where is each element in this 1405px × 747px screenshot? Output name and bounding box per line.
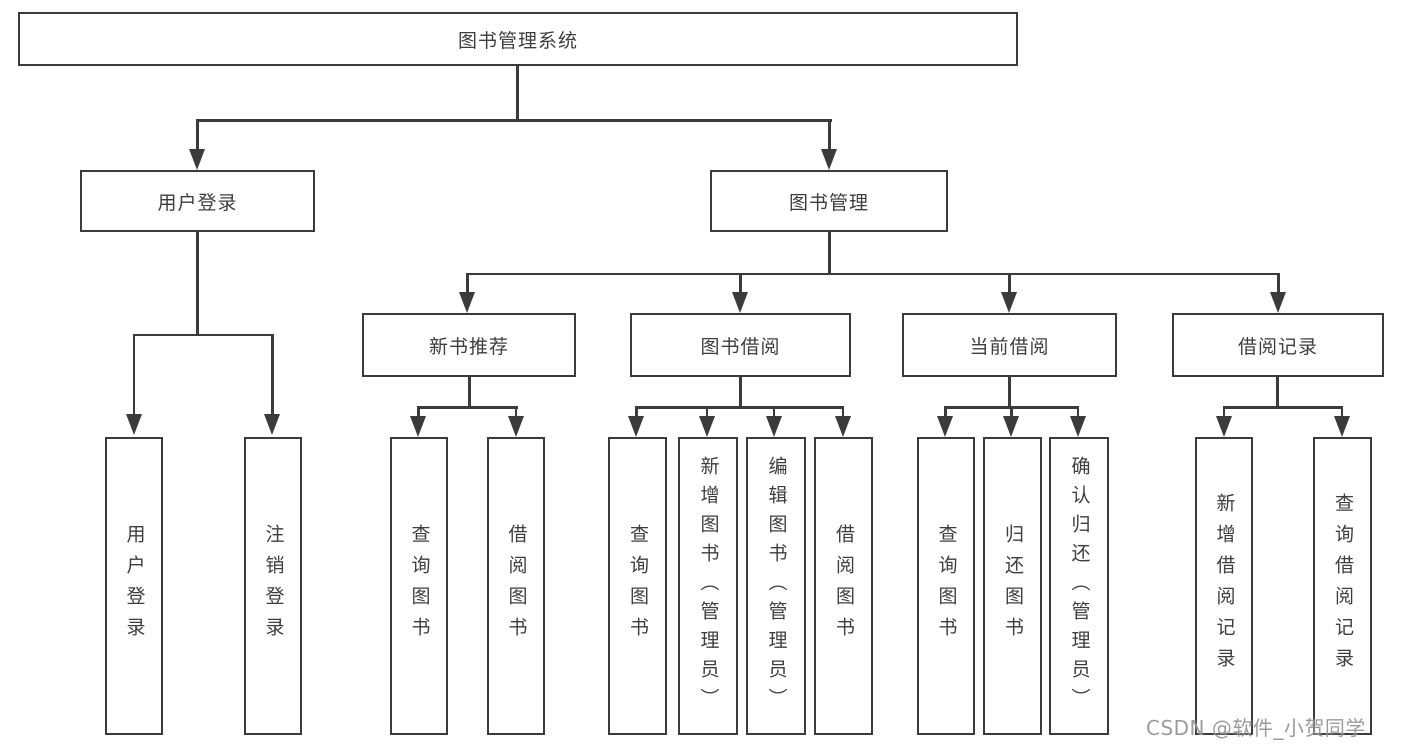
connector-line <box>1008 375 1011 408</box>
arrow-down-icon <box>732 292 748 313</box>
arrow-down-icon <box>765 416 782 437</box>
leaf-user-login: 用户登录 <box>105 437 163 735</box>
connector-line <box>468 375 471 408</box>
connector-line <box>1222 406 1225 417</box>
node-label: 注销登录 <box>262 524 285 648</box>
leaf-add-book-admin: 新增图书（管理员） <box>678 437 738 735</box>
connector-line <box>466 272 469 294</box>
connector-line <box>841 406 844 417</box>
arrow-down-icon <box>834 416 851 437</box>
node-label: 借阅图书 <box>505 524 528 648</box>
arrow-down-icon <box>628 416 644 437</box>
node-label: 图书管理 <box>788 191 869 214</box>
connector-line <box>132 333 135 416</box>
connector-line <box>1276 375 1279 408</box>
node-label: 新增图书（管理员） <box>697 455 720 717</box>
node-borrowing-records: 借阅记录 <box>1172 313 1384 377</box>
arrow-down-icon <box>1215 416 1232 437</box>
arrow-down-icon <box>126 414 142 435</box>
connector-line <box>635 406 638 417</box>
connector-line <box>1076 406 1079 417</box>
arrow-down-icon <box>1270 292 1286 313</box>
node-book-management: 图书管理 <box>710 170 948 232</box>
connector-line <box>1008 272 1011 294</box>
connector-line <box>417 406 518 409</box>
node-label: 用户登录 <box>123 524 146 648</box>
node-label: 新书推荐 <box>428 335 509 358</box>
arrow-down-icon <box>410 416 426 437</box>
node-new-book-recommendation: 新书推荐 <box>362 313 576 377</box>
csdn-watermark: CSDN @软件_小贺同学 <box>1146 716 1366 740</box>
leaf-query-borrow-record: 查询借阅记录 <box>1313 437 1372 735</box>
connector-line <box>132 333 274 336</box>
node-label: 借阅记录 <box>1237 335 1318 358</box>
node-label: 编辑图书（管理员） <box>765 455 788 717</box>
leaf-query-books-current: 查询图书 <box>917 437 975 735</box>
node-current-borrowing: 当前借阅 <box>902 313 1117 377</box>
connector-line <box>514 406 517 417</box>
arrow-down-icon <box>459 292 475 313</box>
leaf-confirm-return-admin: 确认归还（管理员） <box>1049 437 1109 735</box>
arrow-down-icon <box>1003 416 1019 437</box>
node-label: 确认归还（管理员） <box>1068 455 1091 717</box>
connector-line <box>1010 406 1013 417</box>
node-label: 用户登录 <box>157 191 238 214</box>
connector-line <box>739 375 742 408</box>
connector-line <box>417 406 420 417</box>
arrow-down-icon <box>1333 416 1350 437</box>
arrow-down-icon <box>1001 292 1017 313</box>
arrow-down-icon <box>937 416 953 437</box>
node-book-borrowing: 图书借阅 <box>630 313 851 377</box>
connector-line <box>828 230 831 275</box>
node-library-management-system: 图书管理系统 <box>18 12 1018 66</box>
leaf-add-borrow-record: 新增借阅记录 <box>1195 437 1253 735</box>
connector-line <box>828 119 831 152</box>
connector-line <box>1222 406 1343 409</box>
node-label: 新增借阅记录 <box>1213 493 1236 679</box>
arrow-down-icon <box>698 416 715 437</box>
leaf-borrow-books-borrowing: 借阅图书 <box>814 437 873 735</box>
leaf-query-books-borrowing: 查询图书 <box>608 437 667 735</box>
connector-line <box>196 119 199 152</box>
node-label: 查询图书 <box>408 524 431 648</box>
connector-line <box>516 65 519 122</box>
leaf-borrow-books-recommend: 借阅图书 <box>487 437 545 735</box>
connector-line <box>944 406 947 417</box>
leaf-logout-login: 注销登录 <box>244 437 302 735</box>
connector-line <box>196 230 199 336</box>
node-label: 借阅图书 <box>833 524 855 648</box>
leaf-query-books-recommend: 查询图书 <box>390 437 448 735</box>
leaf-return-books: 归还图书 <box>983 437 1042 735</box>
connector-line <box>1277 272 1280 294</box>
node-user-login: 用户登录 <box>80 170 315 232</box>
node-label: 查询图书 <box>935 524 958 648</box>
node-label: 查询借阅记录 <box>1332 493 1354 679</box>
node-label: 归还图书 <box>1002 524 1024 648</box>
node-label: 当前借阅 <box>969 335 1050 358</box>
arrow-down-icon <box>264 414 280 435</box>
connector-line <box>196 119 832 122</box>
connector-line <box>705 406 708 417</box>
node-label: 查询图书 <box>627 524 649 648</box>
connector-line <box>271 333 274 416</box>
arrow-down-icon <box>189 149 205 170</box>
arrow-down-icon <box>507 416 524 437</box>
connector-line <box>466 272 1280 275</box>
node-label: 图书管理系统 <box>457 29 578 52</box>
node-label: 图书借阅 <box>700 335 781 358</box>
leaf-edit-book-admin: 编辑图书（管理员） <box>746 437 806 735</box>
arrow-down-icon <box>821 149 837 170</box>
connector-line <box>772 406 775 417</box>
connector-line <box>739 272 742 294</box>
connector-line <box>635 406 844 409</box>
arrow-down-icon <box>1069 416 1086 437</box>
connector-line <box>1340 406 1343 417</box>
